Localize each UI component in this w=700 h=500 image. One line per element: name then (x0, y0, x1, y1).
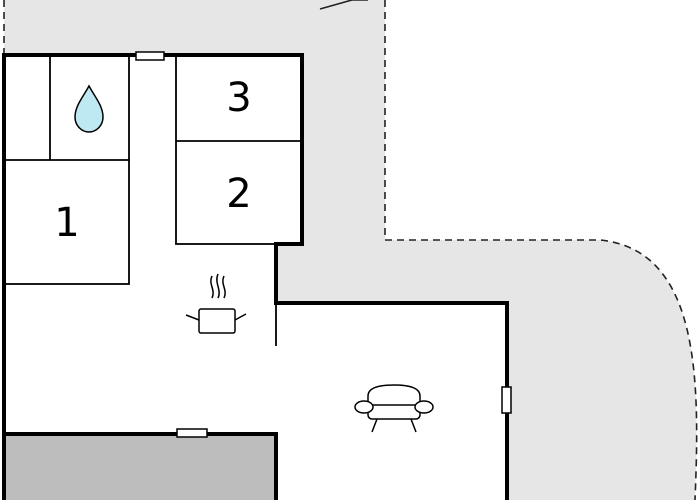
storage-room (4, 434, 276, 500)
entrance-arrow-icon (319, 0, 368, 10)
room-number-2: 2 (226, 171, 251, 217)
room-number-1: 1 (54, 200, 79, 246)
armchair-icon (354, 384, 434, 433)
water-drop-icon (74, 84, 104, 133)
window-bottom (176, 428, 208, 438)
window-top (135, 51, 165, 61)
cooking-pot-icon (185, 273, 247, 334)
terrace-border (3, 0, 698, 500)
interior-partitions (3, 54, 303, 346)
storage-wall (4, 432, 278, 500)
room-number-3: 3 (226, 75, 251, 121)
window-right (501, 386, 512, 414)
